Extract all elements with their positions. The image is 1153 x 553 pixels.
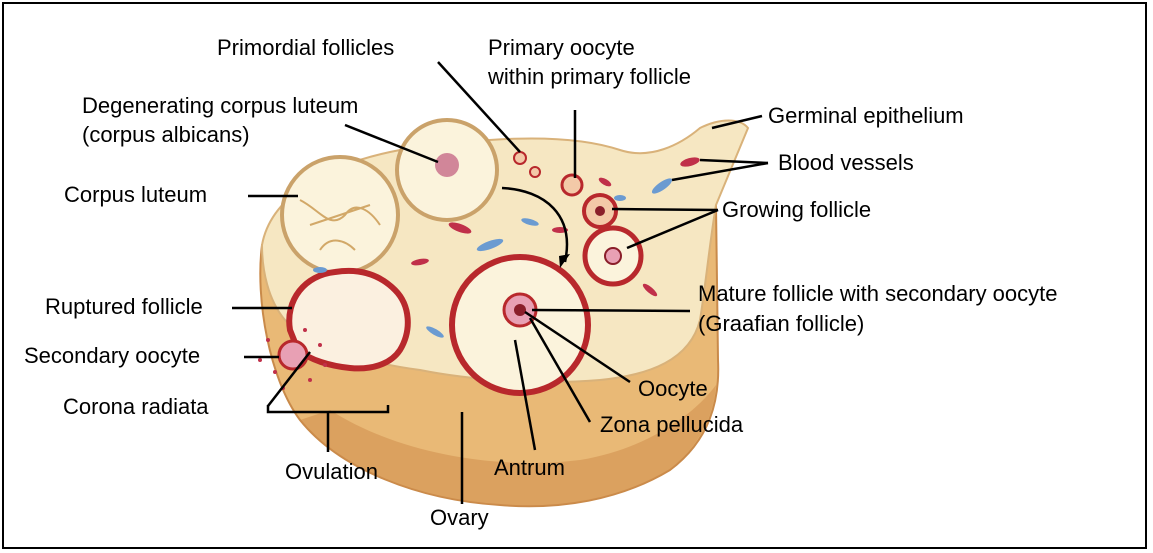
released-oocyte bbox=[279, 341, 307, 369]
label-secondary-oocyte: Secondary oocyte bbox=[24, 343, 200, 369]
label-ovulation: Ovulation bbox=[285, 459, 378, 485]
primordial-follicle-1 bbox=[514, 152, 526, 164]
label-degenerating-line1: Degenerating corpus luteum bbox=[82, 93, 358, 119]
label-mature-line1: Mature follicle with secondary oocyte bbox=[698, 281, 1058, 307]
label-germinal-epithelium: Germinal epithelium bbox=[768, 103, 964, 129]
leader-growing-1 bbox=[612, 209, 718, 210]
label-antrum: Antrum bbox=[494, 455, 565, 481]
label-ruptured-follicle: Ruptured follicle bbox=[45, 294, 203, 320]
label-corona-radiata: Corona radiata bbox=[63, 394, 209, 420]
label-mature-line2: (Graafian follicle) bbox=[698, 311, 864, 337]
label-degenerating-line2: (corpus albicans) bbox=[82, 122, 250, 148]
label-corpus-luteum: Corpus luteum bbox=[64, 182, 207, 208]
label-primary-oocyte-line2: within primary follicle bbox=[488, 64, 691, 90]
label-oocyte: Oocyte bbox=[638, 376, 708, 402]
primordial-follicle-2 bbox=[530, 167, 540, 177]
label-primordial-follicles: Primordial follicles bbox=[217, 35, 394, 61]
label-blood-vessels: Blood vessels bbox=[778, 150, 914, 176]
leader-mature bbox=[532, 310, 690, 311]
label-growing-follicle: Growing follicle bbox=[722, 197, 871, 223]
primary-follicle-shape bbox=[562, 175, 582, 195]
label-primary-oocyte-line1: Primary oocyte bbox=[488, 35, 635, 61]
label-ovary: Ovary bbox=[430, 505, 489, 531]
label-zona-pellucida: Zona pellucida bbox=[600, 412, 743, 438]
